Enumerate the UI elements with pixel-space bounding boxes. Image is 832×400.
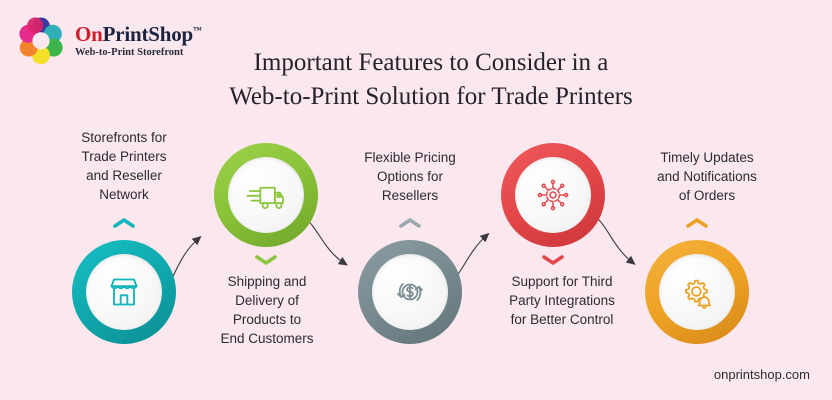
label-line: of Orders [678, 188, 736, 204]
step-icon-wrapper-notifications [659, 254, 735, 330]
page-title-line-1: Important Features to Consider in a [253, 49, 609, 76]
step-icon-wrapper-shipping [228, 157, 304, 233]
step-label-pricing: Flexible Pricing Options for Resellers [336, 148, 484, 205]
brand-wordmark: OnPrintShop™ Web-to-Print Storefront [75, 21, 202, 59]
brand-name-part1: On [75, 21, 103, 46]
chevron-down-icon-integrations [540, 253, 566, 267]
footer-website[interactable]: onprintshop.com [713, 367, 810, 382]
brand-name: OnPrintShop™ [75, 21, 202, 46]
color-wheel-petals-logo [16, 16, 66, 66]
label-line: Products to [232, 312, 302, 328]
step-node-notifications[interactable] [645, 240, 749, 344]
step-icon-wrapper-integrations [515, 157, 591, 233]
step-node-integrations[interactable] [501, 143, 605, 247]
step-node-pricing[interactable] [358, 240, 462, 344]
label-line: Delivery of [235, 293, 299, 309]
chevron-up-icon-storefronts [111, 216, 137, 230]
label-line: and Reseller [86, 168, 162, 184]
step-node-storefronts[interactable] [72, 240, 176, 344]
integration-hub-icon [537, 179, 569, 211]
gear-bell-icon [685, 279, 711, 309]
label-line: for Better Control [510, 312, 614, 328]
label-line: End Customers [220, 331, 314, 347]
label-line: Network [99, 187, 149, 203]
step-icon-wrapper-storefronts [86, 254, 162, 330]
chevron-up-icon-notifications [684, 216, 710, 230]
dollar-refresh-icon [397, 283, 423, 301]
storefront-icon [110, 278, 138, 306]
label-line: and Notifications [657, 169, 757, 185]
trademark-symbol: ™ [193, 24, 202, 35]
step-icon-wrapper-pricing [372, 254, 448, 330]
step-label-notifications: Timely Updates and Notifications of Orde… [622, 148, 792, 205]
brand-logo[interactable]: OnPrintShop™ Web-to-Print Storefront [16, 16, 202, 66]
label-line: Trade Printers [81, 149, 167, 165]
page-title-line-2: Web-to-Print Solution for Trade Printers [229, 82, 633, 110]
step-label-storefronts: Storefronts for Trade Printers and Resel… [44, 128, 204, 205]
delivery-truck-icon [246, 186, 284, 210]
chevron-up-icon-pricing [397, 216, 423, 230]
page-title: Important Features to Consider in a Web-… [186, 46, 676, 114]
step-label-shipping: Shipping and Delivery of Products to End… [190, 272, 344, 349]
label-line: Support for Third [511, 274, 613, 289]
brand-tagline: Web-to-Print Storefront [75, 46, 184, 58]
brand-name-part2: PrintShop [102, 21, 194, 46]
label-line: Resellers [381, 188, 439, 204]
label-line: Party Integrations [509, 293, 615, 309]
step-label-integrations: Support for Third Party Integrations for… [474, 272, 650, 329]
label-line: Storefronts for [81, 130, 167, 145]
label-line: Flexible Pricing [364, 150, 456, 165]
label-line: Timely Updates [660, 150, 754, 165]
chevron-down-icon-shipping [253, 253, 279, 267]
step-node-shipping[interactable] [214, 143, 318, 247]
label-line: Options for [376, 169, 444, 185]
label-line: Shipping and [227, 274, 307, 289]
